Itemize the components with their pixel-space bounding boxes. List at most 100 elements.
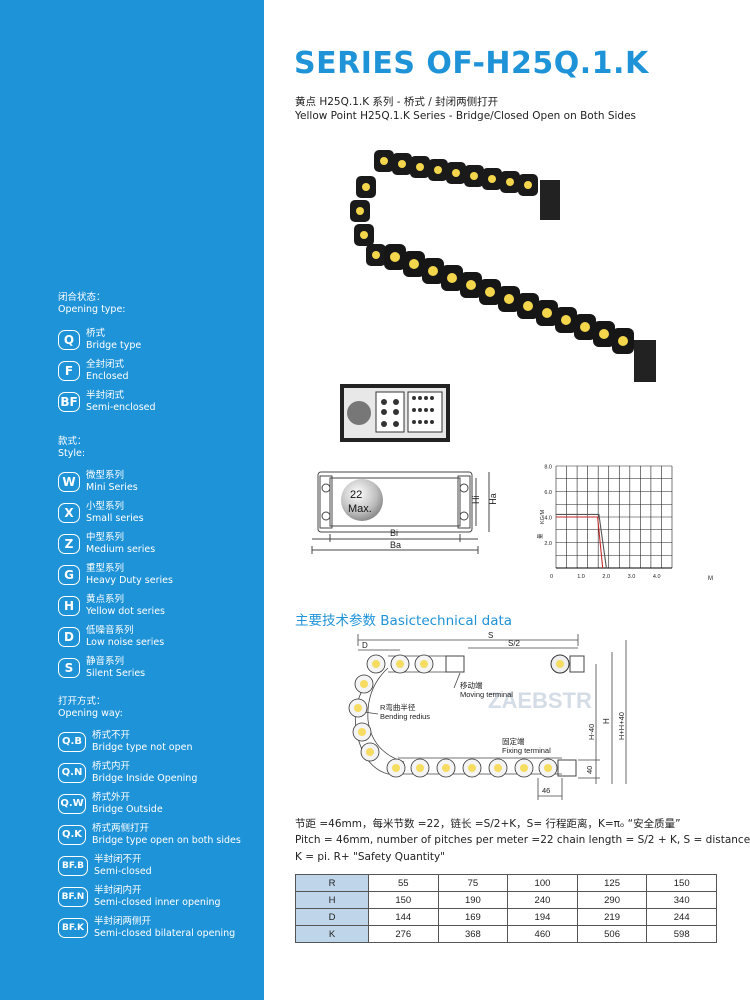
diagram-chain-link — [538, 758, 558, 778]
spec-note-en-1: Pitch = 46mm, number of pitches per mete… — [295, 834, 750, 846]
x-tick-label: 0 — [550, 574, 553, 580]
y-axis-label-cn: 量 — [537, 533, 544, 539]
watermark: ZAEBSTR — [488, 688, 592, 713]
load-curve-series — [556, 513, 607, 569]
table-cell: 276 — [368, 925, 439, 943]
table-row-label: R — [295, 874, 369, 892]
label-h: H — [602, 718, 611, 724]
tech-heading: 主要技术参数 Basictechnical data — [295, 613, 513, 629]
option-label-en: Bridge type not open — [92, 741, 193, 753]
chain-link — [374, 150, 394, 172]
dim-ha-label: Ha — [487, 493, 498, 505]
label-moving-cn: 移动端 — [460, 680, 483, 690]
table-cell: 144 — [368, 908, 439, 926]
chain-link — [460, 272, 482, 298]
section-title-en: Style: — [58, 448, 86, 459]
label-s: S — [488, 631, 493, 640]
chain-link — [366, 244, 386, 266]
table-cell: 340 — [646, 891, 717, 909]
y-tick-label: 8.0 — [544, 465, 552, 471]
option-label-en: Low noise series — [86, 636, 165, 648]
main-content: SERIES OF-H25Q.1.K 黄点 H25Q.1.K 系列 - 桥式 /… — [264, 0, 750, 1000]
section-title-cn: 款式： — [58, 436, 87, 447]
subtitle-en: Yellow Point H25Q.1.K Series - Bridge/Cl… — [295, 110, 637, 122]
end-view-block — [375, 391, 405, 433]
chain-link — [482, 168, 502, 190]
chain-link — [403, 251, 425, 277]
y-tick-label: 2.0 — [544, 541, 552, 547]
diagram-chain-link — [514, 758, 534, 778]
table-cell: 55 — [368, 874, 439, 892]
label-moving-en: Moving terminal — [460, 690, 513, 699]
page-title: SERIES OF-H25Q.1.K — [294, 46, 649, 81]
option-label-en: Enclosed — [86, 370, 129, 382]
x-tick-label: 3.0 — [628, 574, 636, 580]
label-fixing-en: Fixing terminal — [502, 746, 551, 755]
x-tick-label: 1.0 — [577, 574, 585, 580]
chain-link — [612, 328, 634, 354]
label-s-half: S/2 — [508, 639, 521, 648]
option-label-cn: 重型系列 — [86, 563, 125, 574]
diagram-chain-link — [488, 758, 508, 778]
table-cell: 194 — [507, 908, 578, 926]
option-label-en: Small series — [86, 512, 144, 524]
option-code-badge: BF.B — [58, 855, 88, 876]
option-label-cn: 微型系列 — [86, 470, 125, 481]
option-label-cn: 全封闭式 — [86, 359, 125, 370]
option-label-en: Semi-closed inner opening — [94, 896, 221, 908]
table-cell: 100 — [507, 874, 578, 892]
table-cell: 240 — [507, 891, 578, 909]
diagram-chain-link — [462, 758, 482, 778]
table-cell: 598 — [646, 925, 717, 943]
option-label-en: Mini Series — [86, 481, 138, 493]
option-label-en: Silent Series — [86, 667, 146, 679]
label-h40: H-40 — [587, 724, 596, 740]
chain-link — [498, 286, 520, 312]
table-cell: 368 — [437, 925, 509, 943]
table-cell: 244 — [646, 908, 717, 926]
chain-link — [464, 165, 484, 187]
table-cell: 125 — [576, 874, 648, 892]
label-radius-en: Bending redius — [380, 712, 430, 721]
option-label-cn: 桥式内开 — [92, 761, 131, 772]
moving-end-bracket — [540, 180, 560, 220]
option-code-badge: Z — [58, 533, 80, 554]
option-code-badge: F — [58, 360, 80, 381]
option-code-badge: Q.W — [58, 793, 86, 814]
section-title-en: Opening way: — [58, 708, 123, 719]
option-label-en: Bridge type open on both sides — [92, 834, 241, 846]
x-tick-label: 4.0 — [653, 574, 661, 580]
option-code-badge: H — [58, 595, 80, 616]
chain-link — [441, 265, 463, 291]
subtitle-cn: 黄点 H25Q.1.K 系列 - 桥式 / 封闭两侧打开 — [295, 96, 499, 108]
chain-link — [354, 224, 374, 246]
diagram-chain-link — [414, 654, 434, 674]
option-code-badge: BF — [58, 391, 80, 412]
table-cell: 75 — [437, 874, 509, 892]
chain-link — [500, 171, 520, 193]
max-cable-label-line2: Max. — [348, 503, 372, 515]
chain-link — [384, 244, 406, 270]
diagram-chain-link — [366, 654, 386, 674]
max-cable-label-line1: 22 — [350, 489, 362, 501]
chain-link — [446, 162, 466, 184]
cross-section-diagram: 22 Max. Bi Ba Hi — [311, 384, 490, 554]
table-cell: 460 — [507, 925, 578, 943]
chain-link — [350, 200, 370, 222]
option-code-badge: D — [58, 626, 80, 647]
